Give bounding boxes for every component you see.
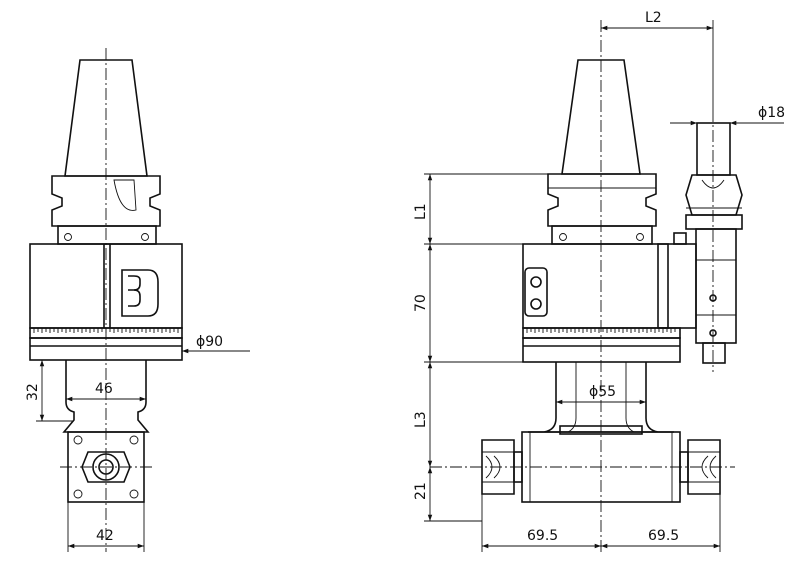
side-body-plate [524,267,548,317]
side-clamp-block [657,243,697,329]
front-view: ϕ90 46 32 42 [25,48,250,552]
side-plate-hole-1 [530,276,542,288]
front-d-plate [121,269,159,317]
dim-21-label: 21 [413,482,429,500]
side-fitting-body [685,214,743,230]
side-view: L1 70 L3 21 L2 ϕ18 ϕ55 69.5 69.5 [413,10,785,552]
dim-695-right-label: 69.5 [648,528,679,544]
dim-phi55-label: ϕ55 [589,384,616,400]
dim-695-left-label: 69.5 [527,528,558,544]
side-screw-right [636,233,644,241]
side-fitting-nut [685,174,743,216]
front-screw-right [141,233,149,241]
side-left-nut [481,439,515,495]
side-fitting-nut-arc [701,179,725,189]
front-flange [51,175,161,227]
side-valve-tip [702,342,726,364]
dim-phi18-label: ϕ18 [758,105,785,121]
dim-l3-label: L3 [413,411,429,428]
side-neck-inner-right [625,362,635,433]
front-screw-left [64,233,72,241]
side-fitting-tube [696,122,731,176]
side-scale-ticks [526,328,676,333]
dim-phi90-label: ϕ90 [196,334,223,350]
side-flange [547,173,657,227]
dim-42-label: 42 [96,528,114,544]
front-collar [57,225,157,245]
dim-l2-label: L2 [645,10,662,26]
front-head-screw-tr [129,435,139,445]
dim-l1-label: L1 [413,203,429,220]
front-d-plate-inner2 [128,275,141,291]
side-neck-inner-left [567,362,577,433]
front-head-screw-bl [73,489,83,499]
front-head-screw-br [129,489,139,499]
side-clamp-tab [673,232,687,245]
dim-46-label: 46 [95,381,113,397]
front-collet-inner [98,459,114,475]
side-housing-top-cap [559,425,643,435]
side-valve-body [695,228,737,344]
front-scale-ticks [33,328,179,333]
side-plate-hole-2 [530,298,542,310]
dim-70-label: 70 [413,294,429,312]
front-d-plate-inner [128,289,141,307]
front-flange-key [113,179,137,211]
dim-32-label: 32 [25,383,41,401]
front-collet-outer [92,453,120,481]
front-head-screw-tl [73,435,83,445]
side-lower-ring [522,337,681,363]
side-screw-left [559,233,567,241]
